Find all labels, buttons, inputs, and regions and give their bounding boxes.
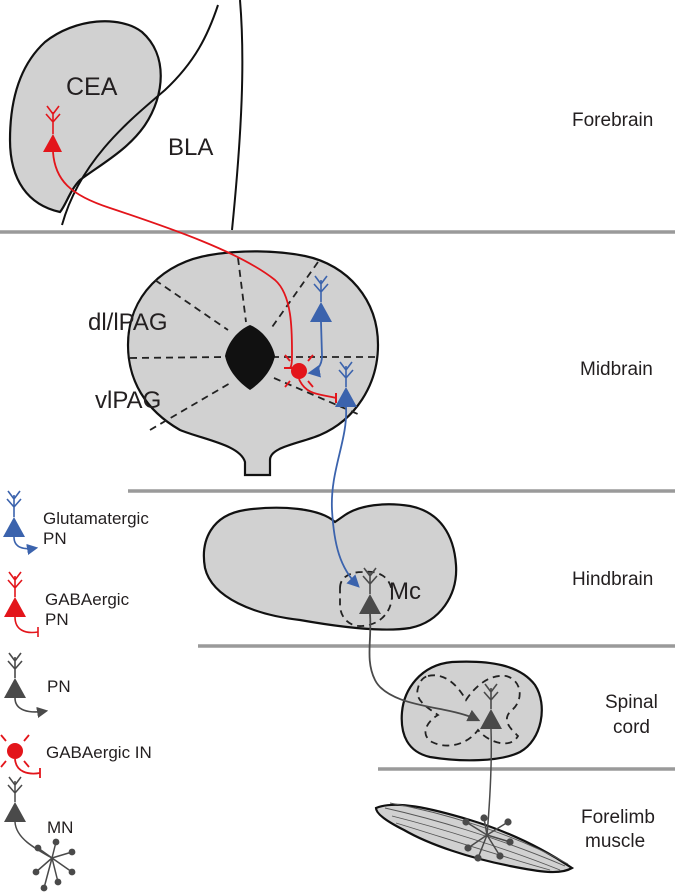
mc-label: Mc — [389, 578, 421, 605]
neuromuscular-terminals-icon — [462, 728, 514, 862]
legend-gabaergic-pn-label-line1: GABAergic — [45, 590, 130, 609]
forelimb-label-line1: Forelimb — [581, 807, 655, 828]
hindbrain-section: Mc Hindbrain — [202, 503, 653, 631]
legend-glutamatergic-pn-icon — [3, 490, 39, 555]
hindbrain-label: Hindbrain — [572, 569, 653, 590]
interneuron-to-vlpag-axon — [298, 378, 337, 399]
spinal-label-line1: Spinal — [605, 692, 658, 713]
legend-gabaergic-pn-label-line2: PN — [45, 610, 69, 629]
forelimb-section: Forelimb muscle — [374, 728, 655, 874]
legend-gabaergic-in-icon — [0, 734, 41, 778]
mc-to-spinal-axon — [368, 613, 481, 722]
forebrain-edge — [231, 0, 244, 231]
cea-label: CEA — [66, 73, 118, 101]
legend-gabaergic-pn-icon — [4, 571, 39, 637]
spinal-section: Spinal cord — [400, 660, 658, 762]
legend-gabaergic-in-label: GABAergic IN — [46, 743, 152, 762]
legend-pn-label: PN — [47, 677, 71, 696]
cea-region — [8, 20, 162, 214]
midbrain-section: dl/lPAG vlPAG Midbrain — [88, 250, 653, 477]
vlpag-label: vlPAG — [95, 387, 161, 414]
legend-mn-label: MN — [47, 818, 73, 837]
cea-gabaergic-neuron-icon — [43, 105, 62, 152]
legend-pn-icon — [4, 652, 49, 718]
bla-boundary — [61, 4, 219, 226]
aqueduct — [225, 325, 275, 390]
legend-mn-icon — [4, 776, 76, 892]
vlpag-glutamatergic-neuron-icon — [335, 361, 357, 407]
vlpag-to-mc-axon — [331, 406, 360, 588]
dlpag-label: dl/lPAG — [88, 309, 168, 336]
dlpag-glutamatergic-neuron-icon — [310, 275, 332, 322]
forelimb-muscle — [374, 803, 575, 874]
muscle-fibers — [384, 802, 569, 871]
legend-glutamatergic-label-line1: Glutamatergic — [43, 509, 149, 528]
mc-boundary — [339, 570, 393, 627]
forebrain-label: Forebrain — [572, 110, 653, 131]
mc-pn-neuron-icon — [359, 567, 381, 614]
midbrain-label: Midbrain — [580, 359, 653, 380]
spinal-gray-matter — [416, 674, 521, 747]
spinal-cord-region — [400, 660, 543, 762]
legend-glutamatergic-label-line2: PN — [43, 529, 67, 548]
forelimb-label-line2: muscle — [585, 831, 645, 852]
legend: Glutamatergic PN GABAergic PN PN GABAerg… — [0, 490, 152, 892]
forebrain-section: CEA BLA Forebrain — [8, 0, 653, 231]
hindbrain-region — [202, 503, 458, 631]
bla-label: BLA — [168, 134, 213, 161]
dlpag-to-interneuron-axon — [307, 321, 323, 378]
cea-to-pag-axon — [52, 151, 293, 369]
spinal-label-line2: cord — [613, 717, 650, 738]
spinal-motor-neuron-icon — [480, 683, 502, 729]
